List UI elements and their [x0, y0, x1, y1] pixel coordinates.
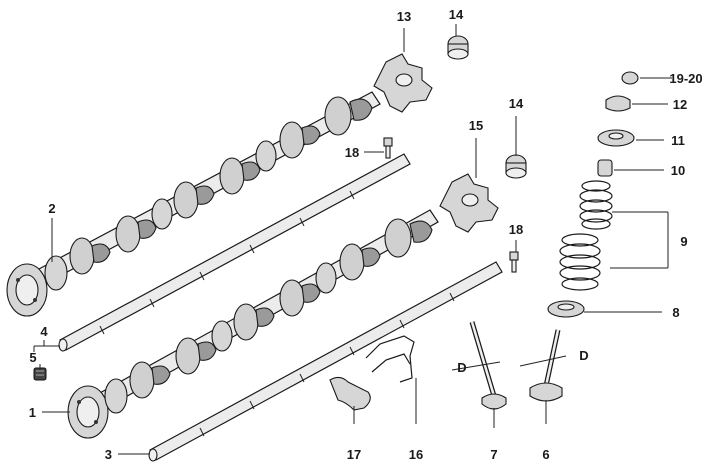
dimension-label-left: D [457, 360, 466, 375]
callout-7: 7 [490, 447, 497, 462]
valve-cap-19-20 [621, 71, 639, 85]
bolt-18-lower [509, 251, 519, 273]
valve-keeper-12 [605, 95, 631, 112]
callout-14-lower: 14 [509, 96, 524, 111]
callout-6: 6 [542, 447, 549, 462]
callout-9: 9 [680, 234, 687, 249]
callout-19-20: 19-20 [669, 71, 702, 86]
camshaft-lower [67, 209, 439, 439]
rocker-shaft-lower [148, 261, 503, 462]
bolt-18-upper [383, 137, 393, 159]
nut-14-lower [505, 154, 527, 179]
callout-12: 12 [673, 97, 687, 112]
callout-18-lower: 18 [509, 222, 523, 237]
dimension-line-left [451, 361, 501, 371]
valve-spring-upper-9 [579, 180, 613, 230]
callout-4: 4 [40, 324, 48, 339]
spring-seat-8 [547, 300, 585, 318]
callout-3: 3 [105, 447, 112, 462]
callout-5: 5 [29, 350, 36, 365]
retaining-clip-16 [365, 335, 415, 383]
callout-14-upper: 14 [449, 7, 464, 22]
valve-6 [529, 329, 563, 402]
callout-10: 10 [671, 163, 685, 178]
valve-7 [469, 321, 507, 410]
camshaft-upper [6, 91, 381, 317]
rocker-arm-17 [329, 376, 371, 411]
callout-17: 17 [347, 447, 361, 462]
sprocket-15 [439, 173, 499, 233]
nut-14-upper [447, 35, 469, 60]
sprocket-13 [373, 53, 433, 113]
dimension-label-right: D [579, 348, 588, 363]
valve-spring-lower-9 [559, 233, 601, 291]
dimension-line-right [519, 355, 567, 367]
callout-15: 15 [469, 118, 483, 133]
callout-2: 2 [48, 201, 55, 216]
callout-16: 16 [409, 447, 423, 462]
callout-18-upper: 18 [345, 145, 359, 160]
valve-seal-10 [597, 159, 613, 177]
callout-11: 11 [671, 133, 685, 148]
callout-13: 13 [397, 9, 411, 24]
rocker-shaft-upper [58, 153, 411, 352]
callout-1: 1 [29, 405, 36, 420]
callout-8: 8 [672, 305, 679, 320]
spring-retainer-11 [597, 129, 635, 147]
